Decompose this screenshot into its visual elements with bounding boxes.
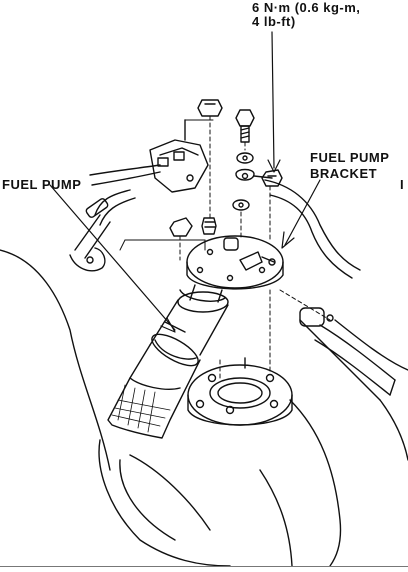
fuel-strainer — [107, 344, 201, 439]
leader-lines — [49, 31, 321, 333]
fuel-line-upper — [264, 179, 361, 279]
fuel-tank-outline — [0, 249, 408, 567]
fuel-pump-bracket-label-cont: BRACKET — [310, 166, 378, 181]
bolt-hardware — [197, 99, 283, 211]
bracket-nuts — [169, 217, 217, 237]
fuel-pump-bracket-label: FUEL PUMP — [310, 150, 390, 165]
cropped-label-fragment: I — [400, 177, 405, 192]
torque-spec-label-cont: 4 lb-ft) — [252, 14, 296, 29]
fuel-pump-label: FUEL PUMP — [2, 177, 82, 192]
fuel-pump-body — [149, 284, 229, 367]
tank-mounting-ring — [187, 357, 293, 426]
torque-spec-label: 6 N·m (0.6 kg-m, — [252, 0, 361, 15]
electrical-connector — [149, 119, 209, 193]
alignment-guides — [179, 115, 331, 381]
fuel-pump-bracket — [186, 235, 284, 290]
fuel-hose-right — [299, 307, 396, 396]
reference-bracket-lines — [119, 119, 214, 251]
bottom-rule — [0, 566, 408, 567]
wiring-harness — [69, 164, 161, 272]
